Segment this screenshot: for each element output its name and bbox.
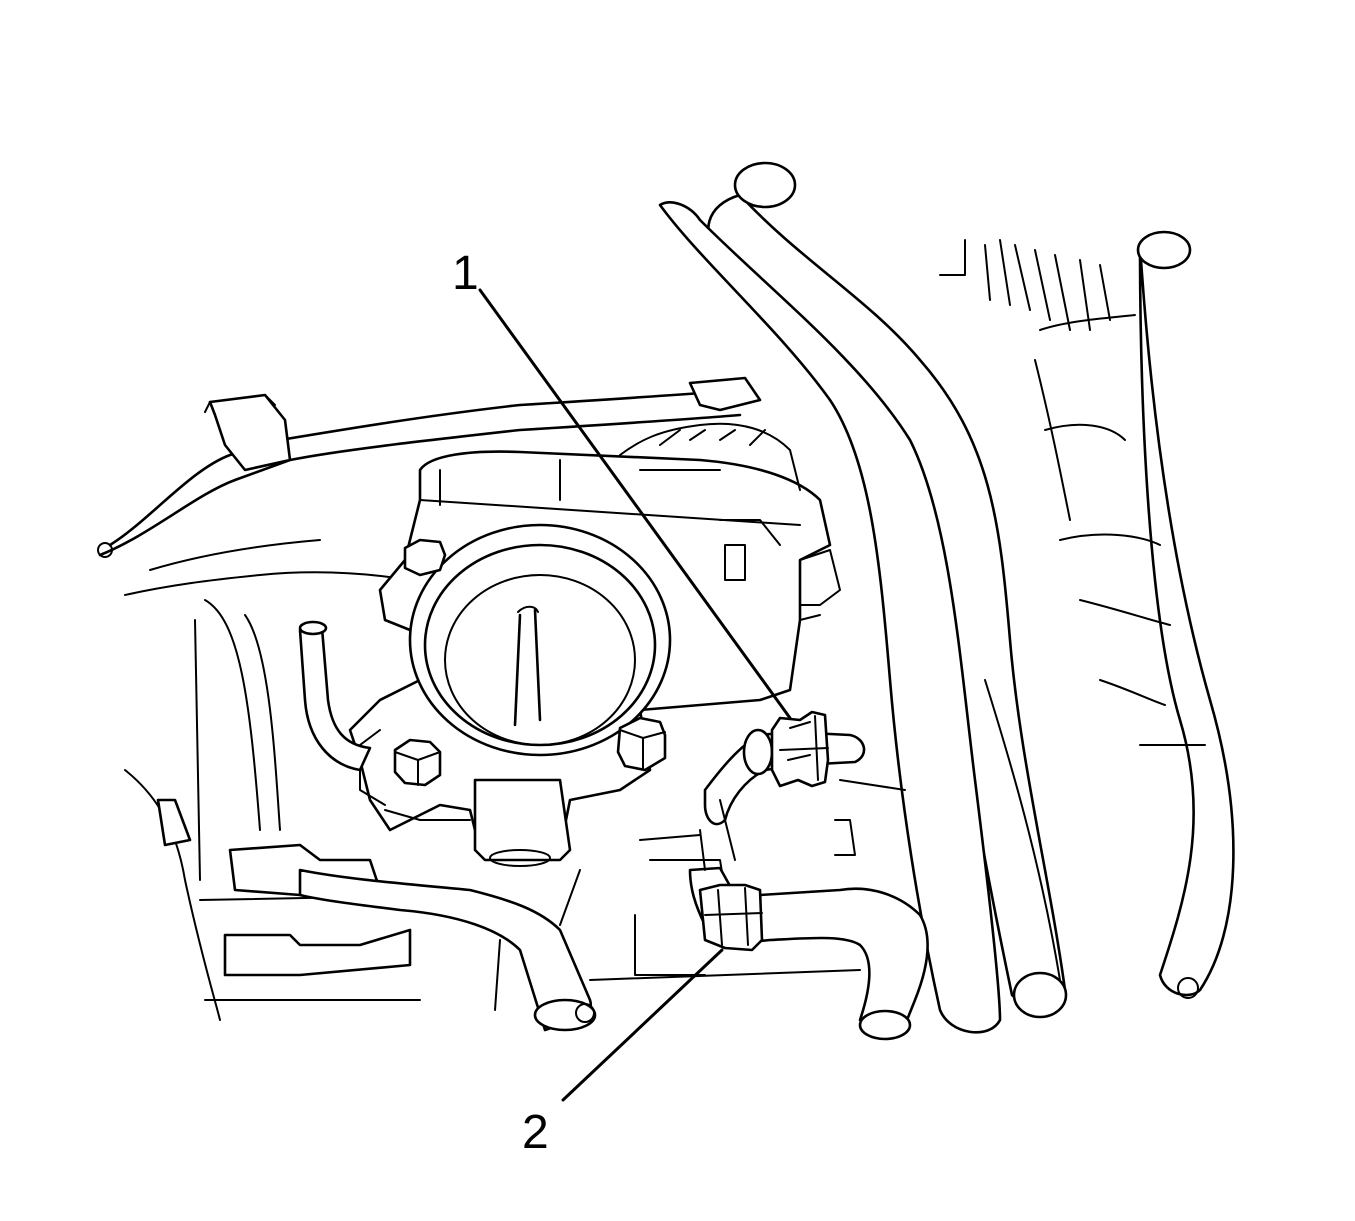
leader-line-1 <box>478 288 792 720</box>
leader-line-2 <box>561 948 724 1102</box>
hose-clamp-2 <box>698 883 764 952</box>
second-large-hose <box>658 200 1061 1034</box>
callout-2-label: 2 <box>522 1106 549 1159</box>
left-small-pipe <box>298 620 372 772</box>
right-thin-hose <box>1136 230 1235 999</box>
callout-1-label: 1 <box>452 247 479 300</box>
hose-clamp-1 <box>770 710 830 788</box>
left-bolt <box>359 729 442 806</box>
upper-left-boss <box>403 538 447 577</box>
right-bolt <box>616 716 667 772</box>
lower-left-hose <box>298 868 597 1032</box>
throttle-body <box>348 422 841 867</box>
wire-harness <box>97 376 762 596</box>
engine-background-right <box>939 239 1206 746</box>
